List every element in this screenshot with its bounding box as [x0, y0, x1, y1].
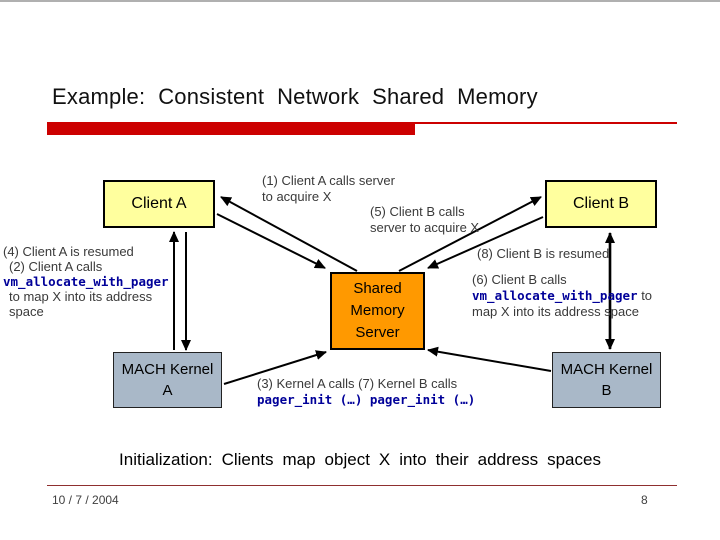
note-2-code-vm-allocate: vm_allocate_with_pager [3, 274, 169, 289]
kernel-a-label-line2: A [162, 382, 173, 399]
note-2-line1: (2) Client A calls [9, 259, 103, 274]
note-5-line1: (5) Client B calls [370, 204, 465, 219]
footer-separator-line [47, 485, 677, 486]
note-3-7-code-pager-init: pager_init (…) pager_init (…) [257, 392, 476, 407]
note-6-line1: (6) Client B calls [472, 272, 567, 287]
mach-kernel-a-box: MACH Kernel A [113, 352, 222, 408]
note-6-code-vm-allocate: vm_allocate_with_pager [472, 288, 638, 303]
note-6-suffix: to [637, 288, 653, 303]
note-8-client-b-resumed: (8) Client B is resumed [477, 246, 610, 261]
arrow-client-a-call-server [216, 213, 326, 269]
note-client-a-left-group: (4) Client A is resumed (2) Client A cal… [3, 244, 169, 319]
note-2-line3: to map X into its address [9, 289, 153, 304]
note-6-line3: map X into its address space [472, 304, 639, 319]
slide-top-edge [0, 0, 720, 2]
client-a-box: Client A [103, 180, 215, 228]
slide-title: Example: Consistent Network Shared Memor… [52, 84, 538, 109]
footer-date: 10 / 7 / 2004 [52, 493, 119, 507]
slide-caption: Initialization: Clients map object X int… [119, 450, 601, 469]
kernel-a-label-line1: MACH Kernel [121, 361, 214, 378]
kernel-b-label-line1: MACH Kernel [560, 361, 653, 378]
note-6-line2: vm_allocate_with_pager to [472, 288, 652, 304]
note-4-client-a-resumed: (4) Client A is resumed [3, 244, 134, 259]
footer-page-number: 8 [641, 493, 648, 507]
note-1-client-a-calls-server: (1) Client A calls server to acquire X [262, 173, 395, 204]
arrow-server-resume-client-a [220, 196, 358, 272]
title-underline-bar [47, 122, 415, 135]
note-kernel-calls-group: (3) Kernel A calls (7) Kernel B calls pa… [257, 376, 475, 408]
client-b-box: Client B [545, 180, 657, 228]
note-2-line4: space [9, 304, 44, 319]
shared-memory-server-box: Shared Memory Server [330, 272, 425, 350]
note-client-b-right-group: (6) Client B calls vm_allocate_with_page… [472, 272, 652, 320]
note-5-client-b-calls-server: (5) Client B calls server to acquire X [370, 204, 479, 235]
arrow-kernel-b-call-server [427, 346, 552, 372]
note-5-line2: server to acquire X [370, 219, 480, 235]
kernel-b-label-line2: B [601, 382, 612, 399]
note-1-line2: to acquire X [262, 188, 332, 204]
note-1-line1: (1) Client A calls server [262, 173, 395, 188]
mach-kernel-b-box: MACH Kernel B [552, 352, 661, 408]
note-3-7-line1: (3) Kernel A calls (7) Kernel B calls [257, 376, 458, 391]
